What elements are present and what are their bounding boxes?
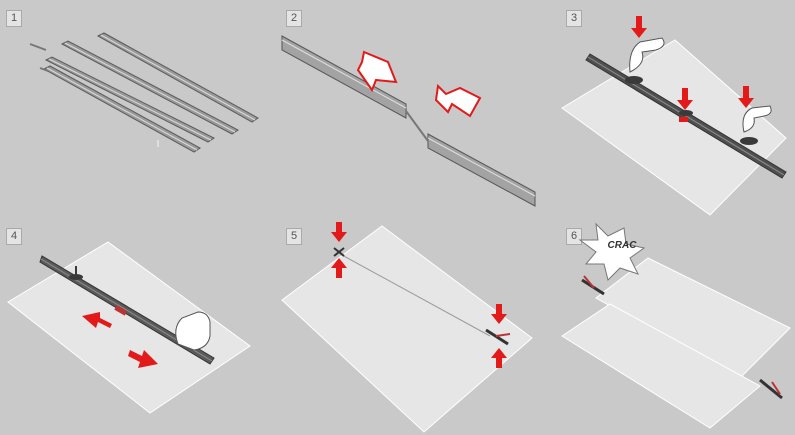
- rail-join-illustration: [280, 0, 545, 217]
- pliers-right: [760, 380, 782, 398]
- step-6-panel: 6 CRAC: [560, 218, 795, 435]
- step-4-panel: 4: [0, 218, 265, 435]
- board: [282, 226, 532, 432]
- step-2-panel: 2: [280, 0, 545, 217]
- rail-segments-illustration: [0, 0, 265, 217]
- rail-on-board-illustration: [560, 0, 795, 217]
- snap-illustration: [560, 218, 795, 435]
- pliers-left: [582, 276, 604, 294]
- board: [8, 242, 250, 413]
- crack-label: CRAC: [602, 240, 642, 251]
- scoring-illustration: [0, 218, 265, 435]
- step-5-panel: 5: [280, 218, 545, 435]
- pliers-placement-illustration: [280, 218, 545, 435]
- step-1-panel: 1: [0, 0, 265, 217]
- pliers-top: [334, 248, 344, 256]
- push-arrow-left: [436, 86, 480, 116]
- crack-burst: [580, 224, 644, 280]
- step-3-panel: 3: [560, 0, 795, 217]
